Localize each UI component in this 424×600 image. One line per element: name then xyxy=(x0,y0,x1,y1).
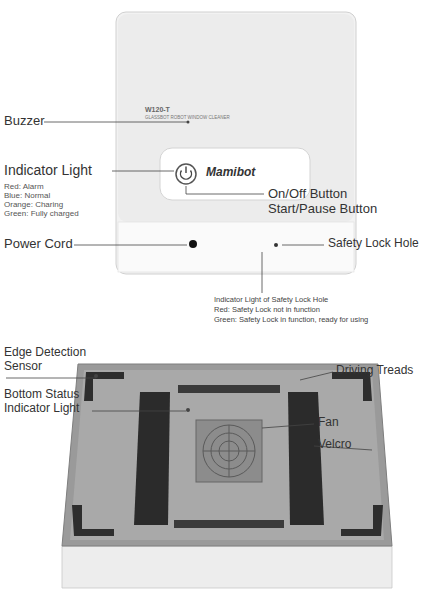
brand-name: Mamibot xyxy=(206,166,255,180)
fan-grill xyxy=(229,425,230,477)
callout-note: Red: Safety Lock not in function xyxy=(214,306,320,315)
callout-label: Velcro xyxy=(318,438,351,452)
leader-line xyxy=(282,245,324,246)
callout-label: Driving Treads xyxy=(336,364,413,378)
status-note: Blue: Normal xyxy=(4,191,50,200)
robot-top-panel xyxy=(118,14,354,222)
leader-line xyxy=(262,424,314,428)
edge-sensor xyxy=(94,374,98,378)
fan-grill xyxy=(203,425,255,477)
callout-label: Buzzer xyxy=(4,114,44,129)
robot-housing xyxy=(116,12,356,274)
tread-guard xyxy=(174,520,284,528)
callout-label: Edge Detection Sensor xyxy=(4,346,104,374)
power-button xyxy=(176,164,196,184)
corner-pad xyxy=(84,372,124,401)
leader-line xyxy=(74,245,187,246)
leader-line xyxy=(92,411,186,412)
leader-line xyxy=(262,252,263,293)
status-note: Green: Fully charged xyxy=(4,209,79,218)
product-name: GLASSBOT ROBOT WINDOW CLEANER xyxy=(145,115,230,120)
status-light xyxy=(186,408,190,412)
callout-note: Green: Safety Lock in function, ready fo… xyxy=(214,316,368,325)
corner-pad xyxy=(341,505,383,536)
callout-note: Indicator Light of Safety Lock Hole xyxy=(214,296,328,305)
robot-bottom-inner xyxy=(70,370,384,540)
robot-bottom-face xyxy=(62,364,392,546)
robot-base-strip xyxy=(118,222,354,272)
tread-guard xyxy=(178,385,280,393)
callout-label: Bottom Status Indicator Light xyxy=(4,388,96,416)
leader-line xyxy=(44,122,188,123)
callout-label: On/Off Button xyxy=(268,187,347,202)
callout-label: Indicator Light xyxy=(4,162,92,178)
model-name: W120-T xyxy=(145,106,170,114)
fan-grill xyxy=(196,420,262,482)
robot-side xyxy=(62,546,392,588)
leader-line xyxy=(186,186,264,194)
power-icon xyxy=(185,167,186,174)
power-cord-socket xyxy=(189,240,197,248)
status-note: Red: Alarm xyxy=(4,182,44,191)
safety-lock-hole xyxy=(274,243,278,247)
driving-tread xyxy=(134,392,170,525)
callout-label: Start/Pause Button xyxy=(268,202,377,217)
leader-line xyxy=(300,372,333,380)
callout-label: Fan xyxy=(318,416,339,430)
leader-dot xyxy=(187,121,190,124)
leader-line xyxy=(112,171,174,172)
callout-label: Safety Lock Hole xyxy=(328,237,419,251)
corner-pad xyxy=(72,505,114,536)
leader-line xyxy=(6,378,96,379)
driving-tread xyxy=(288,392,324,525)
status-note: Orange: Charing xyxy=(4,200,63,209)
callout-label: Power Cord xyxy=(4,237,73,252)
